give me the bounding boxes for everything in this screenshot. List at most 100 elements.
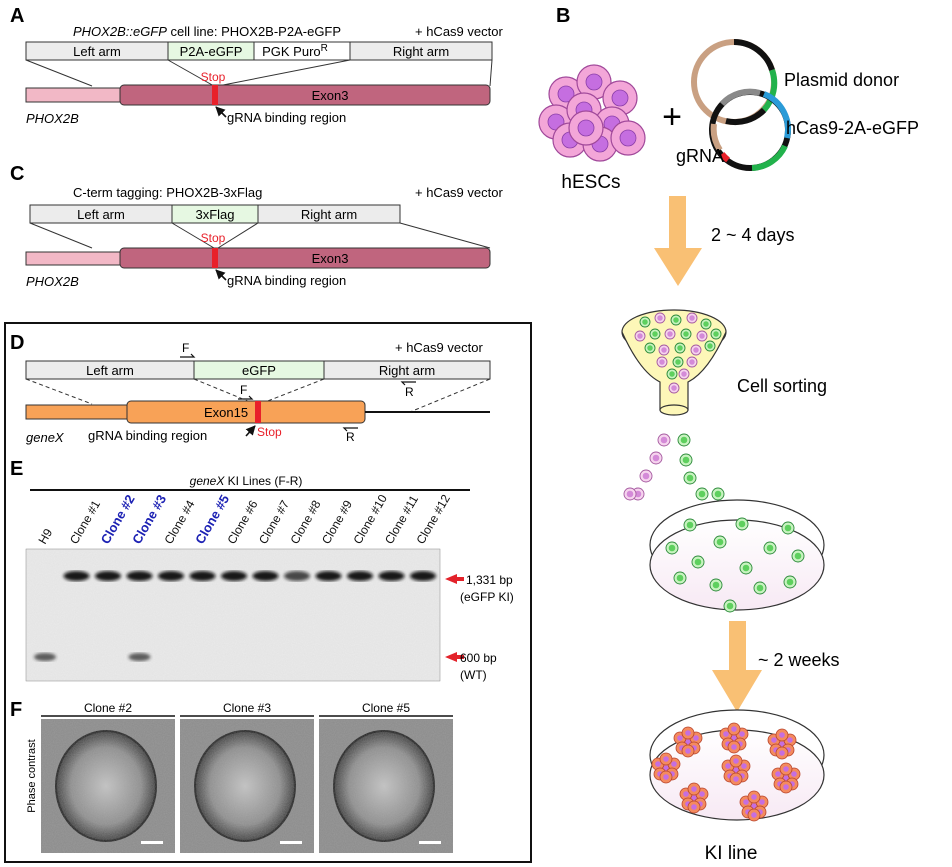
crossover-line [409, 378, 491, 413]
lower-band-desc: (WT) [460, 668, 487, 682]
plasmid-donor-label: Plasmid donor [784, 70, 899, 90]
panel-c-title: C-term tagging: PHOX2B-3xFlag [73, 185, 262, 200]
gene-exon3 [119, 84, 491, 106]
ki-colony [721, 754, 751, 786]
micrograph: Clone #2 [41, 701, 175, 853]
hesc-cluster [538, 64, 646, 162]
gel-band-upper [284, 571, 310, 581]
sorting-funnel [621, 309, 727, 416]
panel-e-title-italic: geneX [190, 474, 226, 488]
gel-band-upper [252, 571, 279, 581]
left-arm-label: Left arm [73, 44, 121, 59]
gene-name: geneX [26, 430, 65, 445]
panel-a-vector: + hCas9 vector [415, 24, 503, 39]
donor-right-arm [323, 360, 491, 380]
stop-label: Stop [257, 425, 282, 439]
stop-label: Stop [201, 70, 226, 84]
gel-band-upper [126, 571, 153, 581]
panel-f-letter: F [10, 699, 22, 721]
crossover-line [167, 59, 215, 87]
hcas9-label: hCas9-2A-eGFP [786, 118, 919, 138]
gene-name: PHOX2B [26, 111, 79, 126]
micrograph-title: Clone #5 [362, 701, 410, 715]
panel-a-letter: A [10, 5, 24, 27]
pgk-puro-text: PGK Puro [262, 44, 321, 59]
ki-colony [771, 762, 801, 794]
gel-band-upper [315, 571, 342, 581]
scale-bar [280, 841, 302, 844]
primer-f-label: F [240, 383, 247, 397]
exon15-label: Exon15 [204, 405, 248, 420]
gel-band-upper [378, 571, 405, 581]
grna-arrow [245, 425, 256, 437]
right-arm-label: Right arm [379, 363, 435, 378]
crossover-line [29, 222, 93, 249]
ki-colony [651, 752, 681, 784]
3xflag-label: 3xFlag [195, 207, 234, 222]
panel-d-letter: D [10, 332, 24, 354]
pgk-puro-sup: R [321, 43, 328, 54]
left-arm-label: Left arm [86, 363, 134, 378]
right-arm-label: Right arm [393, 44, 449, 59]
primer-f-label: F [182, 341, 189, 355]
lower-band-size: 600 bp [460, 651, 497, 665]
step2-label: ~ 2 weeks [758, 650, 840, 670]
left-arm-label: Left arm [77, 207, 125, 222]
panel-a-title-rest: cell line: PHOX2B-P2A-eGFP [167, 24, 341, 39]
scale-bar [141, 841, 163, 844]
upper-band-arrow [445, 574, 464, 584]
panel-c-letter: C [10, 163, 24, 185]
ki-colony [767, 728, 797, 760]
panel-e-title-rest: KI Lines (F-R) [224, 474, 302, 488]
grna-label: gRNA binding region [227, 110, 346, 125]
falling-cells [623, 433, 725, 501]
gel-band-upper [158, 571, 184, 581]
grna-label: gRNA binding region [88, 428, 207, 443]
micrograph: Clone #5 [319, 701, 453, 853]
gel-band-upper [347, 571, 373, 581]
gene-utr [25, 87, 125, 103]
right-arm-label: Right arm [301, 207, 357, 222]
ki-colony [739, 790, 769, 822]
petri-dish-2 [649, 709, 825, 822]
lane-label: H9 [35, 526, 55, 547]
hescs-label: hESCs [561, 172, 620, 193]
primer-r-arrow [400, 381, 416, 386]
pgk-puro-label: PGK PuroR [262, 43, 328, 59]
ki-colony [719, 722, 749, 754]
gene-name: PHOX2B [26, 274, 79, 289]
panel-a-title-italic: PHOX2B::eGFP [73, 24, 167, 39]
gel-bands [34, 571, 436, 661]
gene-utr [25, 404, 131, 420]
panel-e-title: geneX KI Lines (F-R) [190, 474, 303, 488]
step-arrow [712, 621, 762, 712]
panel-e-letter: E [10, 458, 23, 480]
upper-band-desc: (eGFP KI) [460, 590, 514, 604]
ki-colony [673, 726, 703, 758]
micrographs: Clone #2 Clone #3 Clone #5 [41, 701, 453, 853]
gene-exon3 [119, 247, 491, 269]
micrograph: Clone #3 [180, 701, 314, 853]
gel-grain [26, 549, 440, 681]
petri-dish-1 [649, 499, 825, 613]
crossover-line [259, 378, 325, 405]
panel-c: C C-term tagging: PHOX2B-3xFlag + hCas9 … [10, 163, 503, 289]
stop-marker [212, 248, 218, 268]
grna-arrow [215, 269, 227, 281]
stop-label: Stop [201, 231, 226, 245]
crossover-line [217, 59, 351, 87]
cell-sorting-label: Cell sorting [737, 376, 827, 396]
crossover-line [217, 222, 259, 249]
panel-d: D + hCas9 vector F Left arm eGFP Right a… [10, 332, 491, 445]
micrograph-title: Clone #2 [84, 701, 132, 715]
crossover-line [193, 378, 256, 405]
crossover-line [25, 378, 93, 405]
phase-contrast-label: Phase contrast [26, 739, 38, 812]
crossover-line [399, 222, 491, 249]
stop-marker [212, 85, 218, 105]
primer-r-label: R [405, 385, 414, 399]
hcas9-plasmid [709, 88, 791, 171]
gel-band-upper [63, 571, 90, 581]
panel-b-letter: B [556, 5, 570, 27]
